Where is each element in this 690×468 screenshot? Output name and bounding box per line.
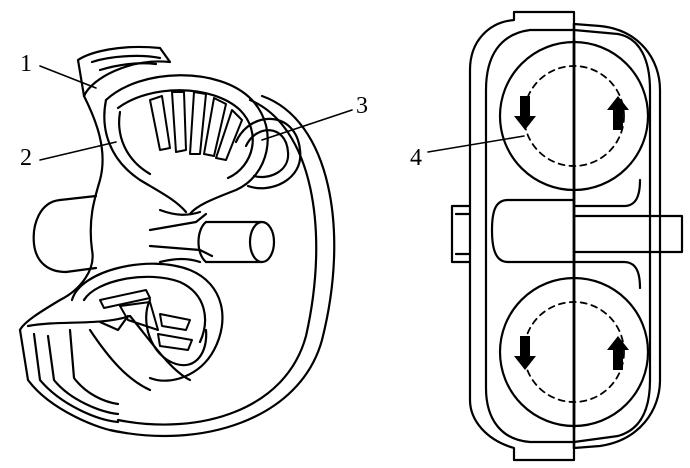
left-half-wall xyxy=(484,28,576,444)
casing-left-contour xyxy=(18,94,104,332)
left-hub-boss xyxy=(32,198,68,274)
upper-shell-inner xyxy=(116,89,254,180)
center-web xyxy=(148,212,214,258)
upper-turbine-lobe-inner xyxy=(244,129,290,179)
left-cutaway-view xyxy=(18,45,336,438)
housing-outer xyxy=(468,10,662,462)
flow-arrow-upper-up xyxy=(607,96,629,130)
upper-turbine-lobe xyxy=(234,117,302,190)
leader-line-3 xyxy=(261,109,353,141)
flow-arrow-lower-up xyxy=(607,336,629,370)
lower-vanes xyxy=(99,289,193,351)
leader-line-1 xyxy=(39,65,97,89)
lower-shell-inner xyxy=(82,275,207,344)
callout-label-4: 4 xyxy=(410,145,422,171)
casing-top-cap-2 xyxy=(98,62,158,72)
callout-label-1: 1 xyxy=(20,51,32,77)
left-half-web xyxy=(490,198,576,264)
left-flange xyxy=(450,204,472,264)
leader-line-2 xyxy=(39,141,117,161)
leader-lines xyxy=(39,65,525,161)
left-hub-boss-face xyxy=(58,194,98,274)
flow-arrows xyxy=(514,96,629,370)
center-web-2 xyxy=(158,208,202,264)
right-half-step xyxy=(572,178,642,290)
casing-inner-rim xyxy=(116,98,318,426)
left-flange-inner xyxy=(454,212,472,256)
callout-label-2: 2 xyxy=(20,145,32,171)
front-cut-face xyxy=(18,314,192,434)
right-half-wall xyxy=(572,28,652,444)
upper-vanes xyxy=(149,91,243,161)
casing-top-lip xyxy=(76,45,172,98)
lower-bulb xyxy=(145,298,208,367)
casing-outer-rim xyxy=(108,94,336,438)
lower-shell-outer xyxy=(70,262,224,382)
flow-arrow-lower-down xyxy=(514,336,536,370)
upper-shell-left xyxy=(103,98,188,214)
right-shaft xyxy=(572,214,684,254)
upper-shell-outer xyxy=(104,74,269,216)
casing-top-cap xyxy=(90,54,162,64)
right-section-view xyxy=(450,10,684,462)
upper-shell-left-inner xyxy=(118,110,152,176)
leader-line-4 xyxy=(427,135,525,153)
flow-arrow-upper-down xyxy=(514,96,536,130)
callout-label-3: 3 xyxy=(356,93,368,119)
output-shaft xyxy=(197,220,276,264)
